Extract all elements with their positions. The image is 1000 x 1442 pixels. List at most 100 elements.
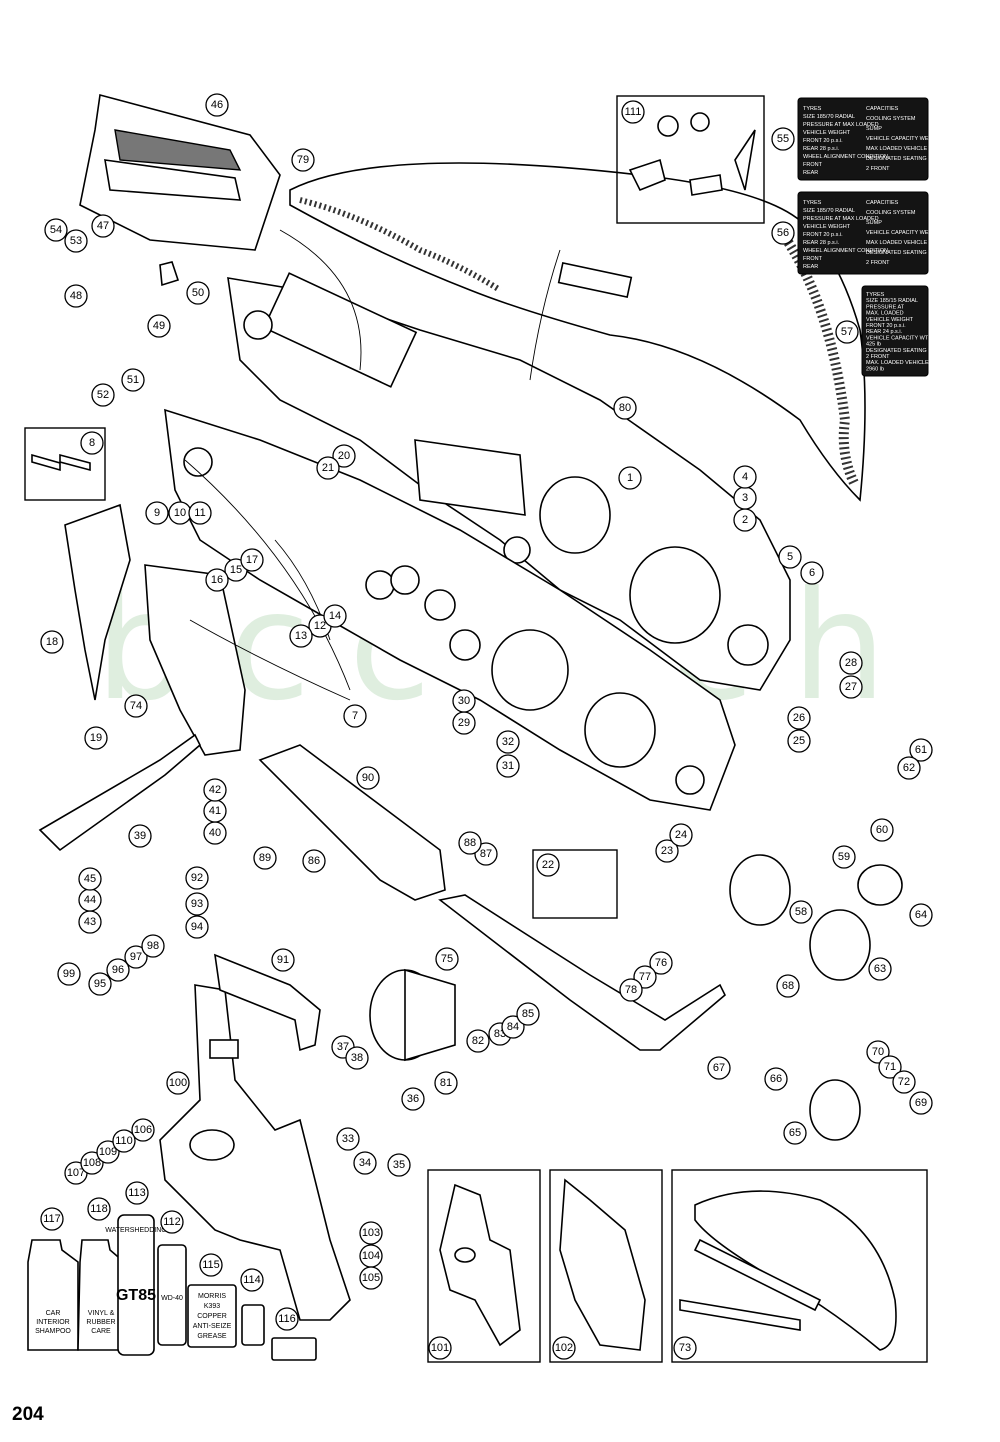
callout-circle [131,1118,155,1142]
callout-number: 101 [431,1342,449,1354]
callout-115: 115 [199,1253,223,1277]
callout-circle [428,1336,452,1360]
product-text: VINYL & [88,1310,115,1317]
decal-line: TYRES [803,106,822,112]
centre-console [159,984,351,1321]
callout-number: 80 [619,402,631,414]
callout-117: 117 [40,1207,64,1231]
callout-21: 21 [316,456,340,480]
callout-14: 14 [323,604,347,628]
callout-100: 100 [166,1071,190,1095]
callout-9: 9 [145,501,169,525]
callout-26: 26 [787,706,811,730]
callout-circle [205,568,229,592]
decal-line: DESIGNATED SEATING [866,156,927,162]
callout-number: 78 [625,984,637,996]
callout-circle [870,818,894,842]
callout-circle [185,915,209,939]
callout-6: 6 [800,561,824,585]
callout-number: 105 [362,1272,380,1284]
callout-number: 3 [742,492,748,504]
callout-circle [40,1207,64,1231]
product-text: WD-40 [161,1295,183,1302]
callout-number: 38 [351,1052,363,1064]
callout-96: 96 [106,958,130,982]
callout-116: 116 [275,1307,299,1331]
callout-circle [124,694,148,718]
callout-4: 4 [733,465,757,489]
callout-number: 88 [464,837,476,849]
callout-11: 11 [188,501,212,525]
callout-52: 52 [91,383,115,407]
callout-55: 55 [771,127,795,151]
callout-7: 7 [343,704,367,728]
callout-number: 2 [742,514,748,526]
decal-line: MAX LOADED VEHICLE WEIGHT [866,240,951,246]
callout-78: 78 [619,978,643,1002]
fastener-kit-22 [532,849,618,919]
callout-67: 67 [707,1056,731,1080]
callout-number: 4 [742,471,748,483]
callout-27: 27 [839,675,863,699]
callout-110: 110 [112,1129,136,1153]
callout-number: 74 [130,700,142,712]
callout-circle [345,1046,369,1070]
callout-number: 45 [84,873,96,885]
callout-circle [878,1055,902,1079]
decal-line: SIZE 185/70 RADIAL [803,114,855,120]
callout-32: 32 [496,730,520,754]
callout-number: 92 [191,872,203,884]
decal-line: CAPACITIES [866,200,899,206]
dash-panel [227,272,791,691]
callout-81: 81 [434,1071,458,1095]
callout-35: 35 [387,1153,411,1177]
callout-104: 104 [359,1244,383,1268]
callout-number: 12 [314,620,326,632]
product-text: RUBBER [86,1319,115,1326]
dash-fascia [164,408,736,811]
callout-number: 72 [898,1076,910,1088]
callout-circle [125,1181,149,1205]
callout-number: 108 [83,1157,101,1169]
callout-number: 68 [782,980,794,992]
callout-number: 27 [845,681,857,693]
callout-25: 25 [787,729,811,753]
callout-circle [240,1268,264,1292]
product-115: MORRIS K393 COPPER ANTI-SEIZE GREASE [187,1284,237,1348]
callout-number: 106 [134,1124,152,1136]
callout-58: 58 [789,900,813,924]
callout-number: 97 [130,951,142,963]
callout-29: 29 [452,711,476,735]
callout-114: 114 [240,1268,264,1292]
product-117: CAR INTERIOR SHAMPOO [27,1239,79,1351]
callout-circle [147,314,171,338]
column-support [438,894,726,1051]
callout-39: 39 [128,824,152,848]
callout-circle [343,704,367,728]
callout-22: 22 [536,853,560,877]
product-text: CARE [91,1328,111,1335]
callout-circle [185,866,209,890]
callout-number: 75 [441,953,453,965]
callout-10: 10 [168,501,192,525]
callout-circle [673,1336,697,1360]
callout-number: 24 [675,829,687,841]
callout-circle [909,1091,933,1115]
callout-63: 63 [868,957,892,981]
callout-number: 6 [809,567,815,579]
callout-number: 98 [147,940,159,952]
callout-number: 8 [89,437,95,449]
callout-113: 113 [125,1181,149,1205]
decal-line: VEHICLE WEIGHT [803,130,851,136]
leader-lines [184,229,561,701]
callout-number: 112 [163,1216,181,1228]
callout-105: 105 [359,1266,383,1290]
callout-number: 48 [70,290,82,302]
callout-98: 98 [141,934,165,958]
callout-number: 22 [542,859,554,871]
callout-number: 33 [342,1133,354,1145]
callout-102: 102 [552,1336,576,1360]
callout-46: 46 [205,93,229,117]
callout-circle [323,604,347,628]
callout-number: 28 [845,657,857,669]
